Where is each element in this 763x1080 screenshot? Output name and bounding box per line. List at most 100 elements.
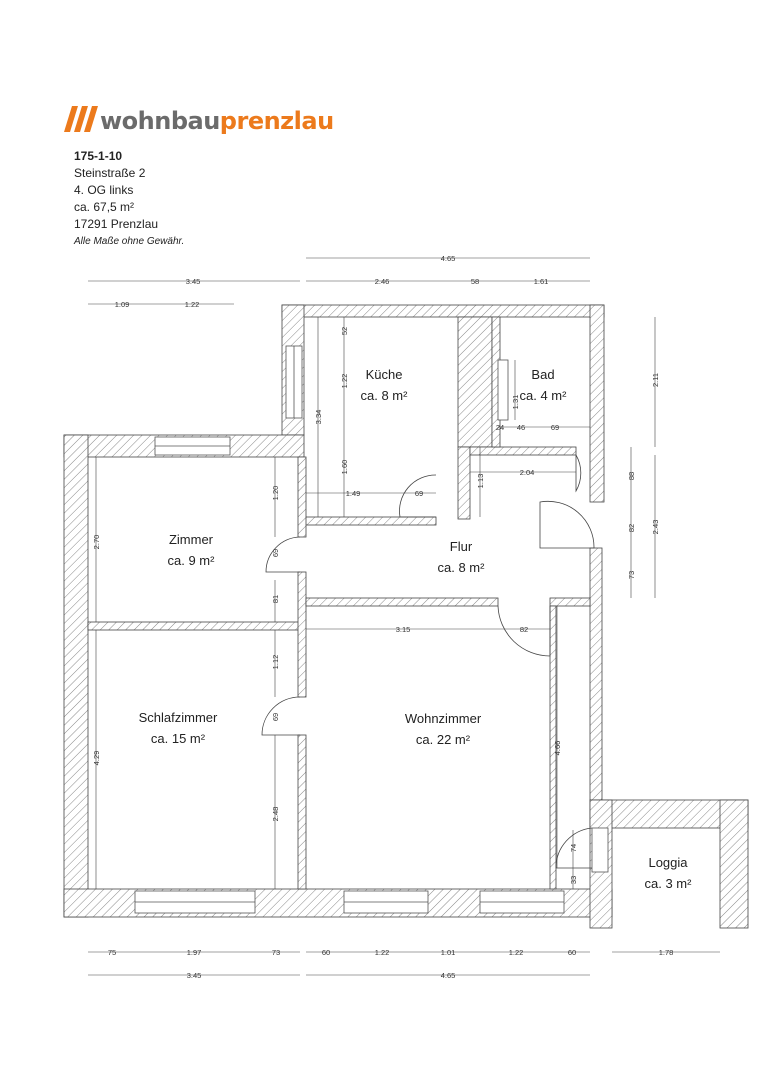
dim-top-l1: 1.09 <box>115 300 130 309</box>
dim-bot-75: 75 <box>108 948 116 957</box>
brand-logo-mark <box>64 106 98 132</box>
dim-bot-60a: 60 <box>322 948 330 957</box>
dim-bot-178: 1.78 <box>659 948 674 957</box>
windows <box>134 345 609 914</box>
dim-z-120: 1.20 <box>271 486 280 501</box>
wall-flur-bottom <box>305 597 499 607</box>
listing-city: 17291 Prenzlau <box>74 217 159 231</box>
dim-bot-73: 73 <box>272 948 280 957</box>
room-zimmer-area: ca. 9 m² <box>167 553 215 568</box>
dim-top-l2: 1.22 <box>185 300 200 309</box>
dim-bot-60b: 60 <box>568 948 576 957</box>
dim-bot-345: 3.45 <box>187 971 202 980</box>
room-wohnzimmer: Wohnzimmer ca. 22 m² <box>405 708 481 750</box>
room-kueche-area: ca. 8 m² <box>360 388 408 403</box>
listing-street: Steinstraße 2 <box>74 166 146 180</box>
dim-top-kitchen: 2.46 <box>375 277 390 286</box>
dim-b-69: 69 <box>551 423 559 432</box>
dim-top-bath: 1.61 <box>534 277 549 286</box>
room-loggia-name: Loggia <box>648 855 688 870</box>
door-zimmer <box>265 536 301 573</box>
wall-kitchen-flur-side <box>457 446 471 520</box>
wall-loggia-right <box>719 799 749 929</box>
door-loggia <box>555 827 593 869</box>
dim-b-46: 46 <box>517 423 525 432</box>
dim-k-160: 1.60 <box>340 460 349 475</box>
wall-flur-bottom-right <box>549 597 591 607</box>
dim-bot-465: 4.65 <box>441 971 456 980</box>
dim-w-315: 3.15 <box>396 625 411 634</box>
dim-z-81: 81 <box>271 595 280 603</box>
dimension-labels: 4.65 3.45 2.46 58 1.61 1.09 1.22 2.11 2.… <box>92 254 673 980</box>
dim-right-73: 73 <box>627 571 636 579</box>
dim-k-334: 3.34 <box>314 410 323 425</box>
dim-w-33: 33 <box>569 876 578 884</box>
room-schlafzimmer-name: Schlafzimmer <box>138 710 218 725</box>
door-entrance <box>539 500 595 549</box>
room-kueche-name: Küche <box>365 367 403 382</box>
room-flur-area: ca. 8 m² <box>437 560 485 575</box>
dim-f-113: 1.13 <box>476 474 485 489</box>
dim-k-69: 69 <box>415 489 423 498</box>
brand-logo-text: wohnbauprenzlau <box>100 107 334 135</box>
wall-schlaf-right <box>297 734 307 890</box>
door-schlafzimmer <box>261 696 301 736</box>
dim-s-112: 1.12 <box>271 655 280 670</box>
room-wohnzimmer-name: Wohnzimmer <box>404 711 482 726</box>
dim-k-122: 1.22 <box>340 374 349 389</box>
room-zimmer-name: Zimmer <box>168 532 214 547</box>
wall-bath-bottom <box>469 446 577 456</box>
listing-disclaimer: Alle Maße ohne Gewähr. <box>74 236 185 247</box>
dim-b-24: 24 <box>496 423 504 432</box>
room-loggia: Loggia ca. 3 m² <box>645 852 692 894</box>
wall-top-right <box>281 304 605 318</box>
listing-area: ca. 67,5 m² <box>74 200 135 214</box>
dim-bot-122a: 1.22 <box>375 948 390 957</box>
wall-zimmer-bottom <box>87 621 305 631</box>
listing-floor: 4. OG links <box>74 183 134 197</box>
brand-name-part1: wohnbau <box>100 107 220 135</box>
dim-bot-197: 1.97 <box>187 948 202 957</box>
listing-info: 175-1-10 Steinstraße 2 4. OG links ca. 6… <box>74 148 184 250</box>
dim-s-248: 2.48 <box>271 807 280 822</box>
dim-w-74: 74 <box>569 844 578 852</box>
dimension-lines <box>88 257 720 976</box>
dim-s-69: 69 <box>271 713 280 721</box>
dim-z-270: 2.70 <box>92 535 101 550</box>
room-kueche: Küche ca. 8 m² <box>361 364 408 406</box>
room-schlafzimmer: Schlafzimmer ca. 15 m² <box>139 707 218 749</box>
dim-b-131: 1.31 <box>511 395 520 410</box>
dim-right-88: 88 <box>627 472 636 480</box>
wall-zimmer-right-b <box>297 571 307 698</box>
dim-right-flur-total: 2.43 <box>651 520 660 535</box>
window-bad <box>497 359 509 421</box>
room-bad: Bad ca. 4 m² <box>520 364 567 406</box>
wall-right-mid <box>589 547 603 801</box>
wall-kitchen-bottom <box>303 516 437 526</box>
wall-wohn-right <box>549 605 557 890</box>
dim-top-total: 4.65 <box>441 254 456 263</box>
room-wohnzimmer-area: ca. 22 m² <box>415 732 471 747</box>
dim-bot-101: 1.01 <box>441 948 456 957</box>
door-wohnzimmer <box>497 605 551 657</box>
dim-k-52: 52 <box>340 327 349 335</box>
dim-k-149: 1.49 <box>346 489 361 498</box>
wall-zimmer-right-a <box>297 456 307 538</box>
brand-name-part2: prenzlau <box>219 107 334 135</box>
dim-top-left: 3.45 <box>186 277 201 286</box>
room-flur: Flur ca. 8 m² <box>438 536 485 578</box>
wall-kitchen-bath <box>457 316 493 448</box>
doors <box>261 454 595 869</box>
window-loggia-door <box>591 827 609 873</box>
dim-s-429: 4.29 <box>92 751 101 766</box>
listing-id: 175-1-10 <box>74 149 123 163</box>
dim-right-82: 82 <box>627 524 636 532</box>
door-bad <box>575 454 582 493</box>
room-bad-name: Bad <box>531 367 555 382</box>
dim-top-wall: 58 <box>471 277 479 286</box>
dim-f-204: 2.04 <box>520 468 535 477</box>
dim-bot-122b: 1.22 <box>509 948 524 957</box>
room-zimmer: Zimmer ca. 9 m² <box>168 529 215 571</box>
wall-right-top <box>589 304 605 503</box>
